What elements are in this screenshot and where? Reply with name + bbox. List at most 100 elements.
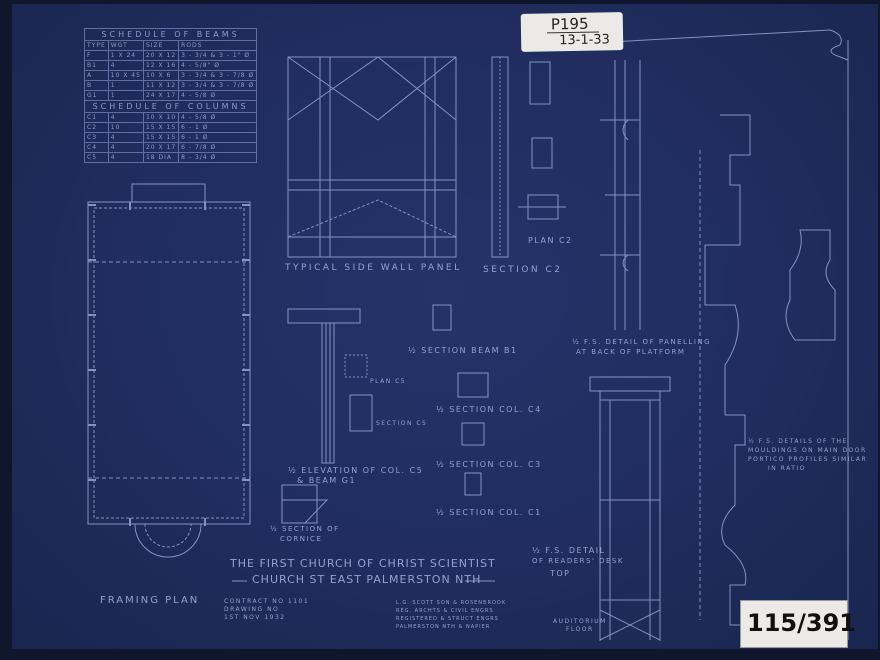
cell: 20 x 12 xyxy=(142,50,180,61)
cell: 3 - 3/4 & 3 - 1" ø xyxy=(178,50,258,61)
contract-line-2: Drawing No xyxy=(224,606,280,613)
contract-line-3: 1st Nov 1932 xyxy=(224,614,286,621)
elevation-beam-g1-label: & Beam G1 xyxy=(297,476,357,485)
cell: 3 - 3/4 & 3 - 7/8 ø xyxy=(178,70,258,81)
cell: G1 xyxy=(84,90,109,101)
desk-detail-label-1: ½ F.S. Detail xyxy=(532,546,606,555)
section-c2-drawing xyxy=(491,56,566,258)
section-cornice-label-2: Cornice xyxy=(280,535,323,543)
section-col-c4-label: ½ Section Col. C4 xyxy=(436,405,542,414)
col-header: Type xyxy=(84,40,109,51)
plan-c5-label: Plan C5 xyxy=(370,378,407,385)
panelling-detail-label-2: at Back of Platform xyxy=(576,348,686,356)
cell: 4 - 5/8 ø xyxy=(178,112,258,123)
sheet-date: 13-1-33 xyxy=(559,32,611,49)
cell: 10 x 45 xyxy=(107,70,144,81)
architects-line-4: Palmerston Nth & Napier xyxy=(396,624,491,630)
elevation-col-c5-drawing xyxy=(281,308,373,524)
title-line-2: Church St East Palmerston Nth xyxy=(252,573,482,586)
beam-schedule-title: Schedule of Beams xyxy=(83,28,258,41)
table-header-row: Type Wgt Size Rods xyxy=(84,40,258,51)
readers-desk-drawing xyxy=(589,376,671,641)
panelling-detail-label-1: ½ F.S. Detail of Panelling xyxy=(572,338,712,346)
cell: 3 - 3/4 & 3 - 7/8 ø xyxy=(178,80,258,91)
framing-plan-label: Framing Plan xyxy=(100,595,200,606)
cell: 6 - 1 ø xyxy=(178,122,258,133)
framing-plan-drawing xyxy=(87,183,251,558)
mouldings-label-3: Portico Profiles Similar xyxy=(748,456,868,463)
elevation-col-c5-label: ½ Elevation of Col. C5 xyxy=(288,466,424,475)
sheet-label-card: P195 13-1-33 xyxy=(520,12,624,52)
side-wall-panel-drawing xyxy=(287,56,457,258)
cell: 4 xyxy=(107,60,144,71)
moulding-profile-drawing xyxy=(554,29,849,640)
cell: 24 x 17 xyxy=(142,90,180,101)
cell: C1 xyxy=(84,112,109,123)
cell: 1 xyxy=(107,80,144,91)
cell: 4 xyxy=(107,142,144,153)
cell: C3 xyxy=(84,132,109,143)
contract-line-1: Contract No 1101 xyxy=(224,598,310,605)
cell: 11 x 12 xyxy=(142,80,180,91)
desk-detail-label-2: of Readers' Desk xyxy=(532,557,624,565)
cell: 18 Dia xyxy=(142,152,180,163)
mouldings-label-2: Mouldings on Main Door xyxy=(748,447,867,454)
archive-number: 115/391 xyxy=(747,609,856,637)
typical-side-wall-panel-label: Typical Side Wall Panel xyxy=(285,263,462,273)
auditorium-floor-label-2: Floor xyxy=(566,626,594,633)
col-header: Wgt xyxy=(107,40,144,51)
section-beam-b1-label: ½ Section Beam B1 xyxy=(408,346,518,355)
cell: 20 x 17 xyxy=(142,142,180,153)
cell: 8 - 3/4 ø xyxy=(178,152,258,163)
architects-line-3: Registered & Struct Engrs xyxy=(396,616,499,622)
cell: 1 xyxy=(107,90,144,101)
cell: C5 xyxy=(84,152,109,163)
archive-number-card: 115/391 xyxy=(740,600,856,648)
sheet-code: P195 xyxy=(550,14,589,34)
cell: A xyxy=(84,70,109,81)
cell: 15 x 15 xyxy=(142,122,180,133)
column-schedule-title: Schedule of Columns xyxy=(83,100,258,113)
cell: F xyxy=(84,50,109,61)
cell: 4 - 5/8 ø xyxy=(178,90,258,101)
section-cornice-label-1: ½ Section of xyxy=(270,525,340,533)
cell: C4 xyxy=(84,142,109,153)
mouldings-label-1: ½ F.S. Details of the xyxy=(748,438,848,445)
architects-line-2: Reg. Archts & Civil Engrs xyxy=(396,608,494,614)
col-header: Size xyxy=(142,40,180,51)
cell: C2 xyxy=(84,122,109,133)
plan-c2-label: Plan C2 xyxy=(528,236,573,245)
desk-detail-label-3: Top xyxy=(550,569,571,578)
mouldings-label-4: in Ratio xyxy=(768,465,806,472)
section-c2-label: Section C2 xyxy=(483,265,563,275)
small-sections-drawing xyxy=(432,304,489,496)
auditorium-floor-label-1: Auditorium xyxy=(553,618,607,625)
cell: 4 xyxy=(107,112,144,123)
cell: 4 xyxy=(107,152,144,163)
cell: B xyxy=(84,80,109,91)
title-line-1: The First Church of Christ Scientist xyxy=(230,557,496,570)
col-header: Rods xyxy=(178,40,258,51)
cell: 4 xyxy=(107,132,144,143)
beam-schedule-table: Schedule of Beams Type Wgt Size Rods F1 … xyxy=(83,28,258,163)
cell: 15 x 15 xyxy=(142,132,180,143)
cell: 10 x 6 xyxy=(142,70,180,81)
cell: 6 - 7/8 ø xyxy=(178,142,258,153)
architects-line-1: L.G. Scott Son & Rosenbrook xyxy=(396,600,507,606)
section-c5-label: Section C5 xyxy=(376,420,428,427)
panelling-detail-drawing xyxy=(600,60,641,330)
cell: 12 x 16 xyxy=(142,60,180,71)
cell: 10 x 10 xyxy=(142,112,180,123)
section-col-c3-label: ½ Section Col. C3 xyxy=(436,460,542,469)
